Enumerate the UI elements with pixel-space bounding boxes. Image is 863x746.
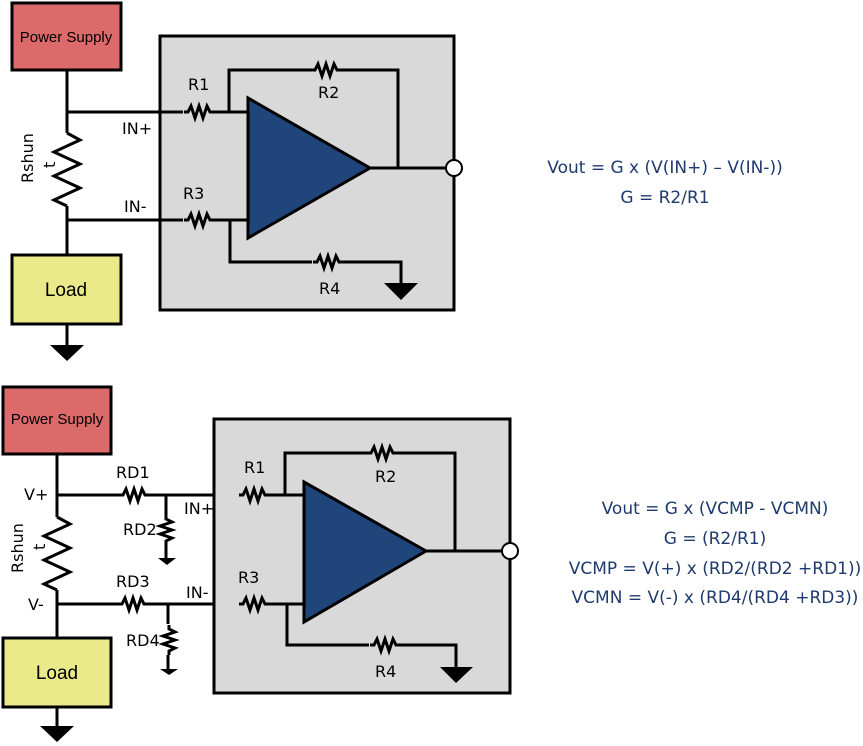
bottom-circuit: Power Supply V+ V- Rshun t RD1 RD2 IN+ R… bbox=[1, 385, 862, 742]
rd2-label: RD2 bbox=[123, 520, 157, 539]
r3-label: R3 bbox=[238, 568, 259, 587]
shunt-symbol: t bbox=[40, 162, 59, 168]
rd4-label: RD4 bbox=[126, 631, 160, 650]
input-neg-label: IN- bbox=[124, 197, 146, 216]
r4-label: R4 bbox=[375, 662, 396, 681]
r1-label: R1 bbox=[244, 458, 265, 477]
r2-label: R2 bbox=[318, 83, 339, 102]
r1-label: R1 bbox=[188, 75, 209, 94]
vplus-label: V+ bbox=[24, 485, 48, 504]
r3-label: R3 bbox=[183, 184, 204, 203]
input-pos-label: IN+ bbox=[122, 119, 152, 138]
equation-line: Vout = G x (V(IN+) – V(IN-)) bbox=[547, 158, 782, 178]
power-supply-label: Power Supply bbox=[20, 29, 113, 46]
load-label: Load bbox=[36, 663, 78, 684]
amplifier bbox=[246, 95, 374, 241]
r4-label: R4 bbox=[319, 279, 340, 298]
shunt-symbol: t bbox=[30, 544, 49, 550]
ground-icon bbox=[50, 345, 84, 361]
top-circuit: Power Supply Rshun t IN+ IN- Load R1 R2 bbox=[10, 1, 783, 361]
ground-icon bbox=[40, 726, 74, 742]
equation-line: VCMN = V(-) x (RD4/(RD4 +RD3)) bbox=[572, 588, 859, 608]
output-terminal bbox=[445, 159, 463, 177]
equation-line: G = R2/R1 bbox=[620, 188, 709, 208]
rd1-label: RD1 bbox=[116, 463, 150, 482]
ground-icon bbox=[384, 283, 418, 300]
input-pos-label: IN+ bbox=[184, 499, 214, 518]
input-neg-label: IN- bbox=[186, 583, 208, 602]
power-supply-label: Power Supply bbox=[11, 411, 104, 428]
shunt-label: Rshun bbox=[8, 523, 27, 573]
load-label: Load bbox=[45, 280, 87, 301]
ground-icon bbox=[440, 667, 473, 683]
output-terminal bbox=[501, 542, 519, 560]
rd3-label: RD3 bbox=[116, 572, 150, 591]
shunt-resistor bbox=[50, 131, 84, 208]
equation-line: VCMP = V(+) x (RD2/(RD2 +RD1)) bbox=[569, 559, 862, 579]
r2-label: R2 bbox=[375, 467, 396, 486]
power-supply-box bbox=[10, 1, 123, 72]
ground-icon bbox=[160, 669, 178, 675]
vminus-label: V- bbox=[28, 595, 44, 614]
equation-line: Vout = G x (VCMP - VCMN) bbox=[602, 499, 829, 519]
equation-line: G = (R2/R1) bbox=[664, 529, 766, 549]
ground-icon bbox=[158, 558, 176, 565]
shunt-label: Rshun bbox=[18, 133, 37, 183]
shunt-resistor bbox=[40, 515, 74, 592]
amplifier bbox=[302, 479, 430, 625]
